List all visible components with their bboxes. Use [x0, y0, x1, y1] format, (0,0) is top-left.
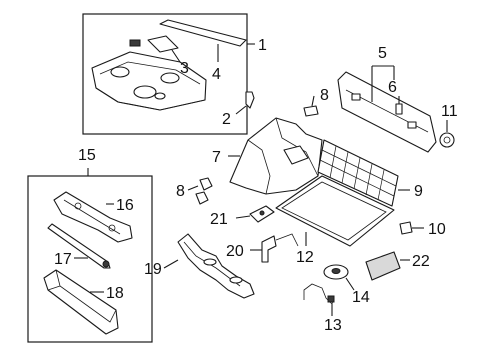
grommet-part-11: 11	[439, 103, 458, 148]
trim-plug-upper[interactable]	[303, 105, 319, 117]
tool-bag[interactable]	[43, 269, 119, 335]
cargo-net[interactable]	[317, 139, 399, 207]
leader-8a	[311, 95, 315, 107]
leader-19	[163, 259, 179, 269]
package-tray-group: 1 3 4	[82, 13, 267, 135]
callout-11: 11	[441, 103, 458, 120]
jack-bracket[interactable]	[261, 235, 277, 263]
cap-part-10: 10	[399, 221, 446, 238]
callout-14: 14	[352, 289, 370, 306]
handle-part-21: 21	[210, 205, 275, 228]
trim-cap[interactable]	[399, 221, 413, 235]
panel-fastener[interactable]	[395, 103, 403, 115]
callout-20: 20	[226, 243, 244, 260]
jack-kit-group: 15 16 17 18	[27, 147, 153, 343]
callout-5: 5	[378, 45, 387, 62]
clips-part-8-lower: 8	[176, 177, 213, 205]
callout-15: 15	[78, 147, 96, 164]
callout-4: 4	[212, 66, 221, 83]
callout-19: 19	[144, 261, 162, 278]
cargo-net-mesh	[319, 145, 397, 201]
trim-clip-lower-a[interactable]	[199, 177, 213, 191]
package-tray-frame	[82, 13, 248, 135]
clip-part-2: 2	[222, 91, 255, 128]
callout-18: 18	[106, 285, 124, 302]
callout-16: 16	[116, 197, 134, 214]
callout-22: 22	[412, 253, 430, 270]
callout-2: 2	[222, 111, 231, 128]
rear-trim-panel[interactable]	[337, 71, 437, 153]
bracket-part-20: 20	[226, 233, 299, 263]
jack-tray-group: 19	[144, 233, 255, 299]
grommet[interactable]	[439, 132, 455, 148]
side-trim-group: 7	[212, 117, 323, 195]
leader-2	[235, 105, 247, 115]
callout-8-lower: 8	[176, 183, 185, 200]
callout-7: 7	[212, 149, 221, 166]
leader-21	[235, 215, 251, 219]
hook-part-13: 13	[303, 283, 342, 334]
callout-1: 1	[258, 37, 267, 54]
rear-trim-panel-group: 5 6	[337, 45, 437, 153]
tray-trim-pad[interactable]	[147, 35, 179, 53]
callout-8-upper: 8	[320, 87, 329, 104]
callout-17: 17	[54, 251, 72, 268]
plug-part-8-upper: 8	[303, 87, 329, 117]
jack-kit-frame	[27, 175, 153, 343]
trunk-side-trim[interactable]	[229, 117, 323, 195]
callout-21: 21	[210, 211, 228, 228]
foam-block[interactable]	[365, 251, 401, 281]
foam-part-22: 22	[365, 251, 430, 281]
floor-mat-group: 12	[275, 175, 395, 266]
trunk-floor-mat[interactable]	[275, 175, 395, 247]
leader-3	[171, 49, 181, 63]
callout-12: 12	[296, 249, 314, 266]
callout-13: 13	[324, 317, 342, 334]
leader-8b	[187, 185, 199, 191]
callout-10: 10	[428, 221, 446, 238]
callout-3: 3	[180, 60, 189, 77]
push-clip[interactable]	[245, 91, 255, 109]
disc-part-14: 14	[323, 264, 370, 306]
leader-14	[345, 277, 355, 291]
cargo-net-group: 9	[317, 139, 423, 207]
callout-9: 9	[414, 183, 423, 200]
tray-trim-strip[interactable]	[159, 19, 247, 47]
trim-clip-lower-b[interactable]	[195, 191, 209, 205]
callout-6: 6	[388, 79, 397, 96]
